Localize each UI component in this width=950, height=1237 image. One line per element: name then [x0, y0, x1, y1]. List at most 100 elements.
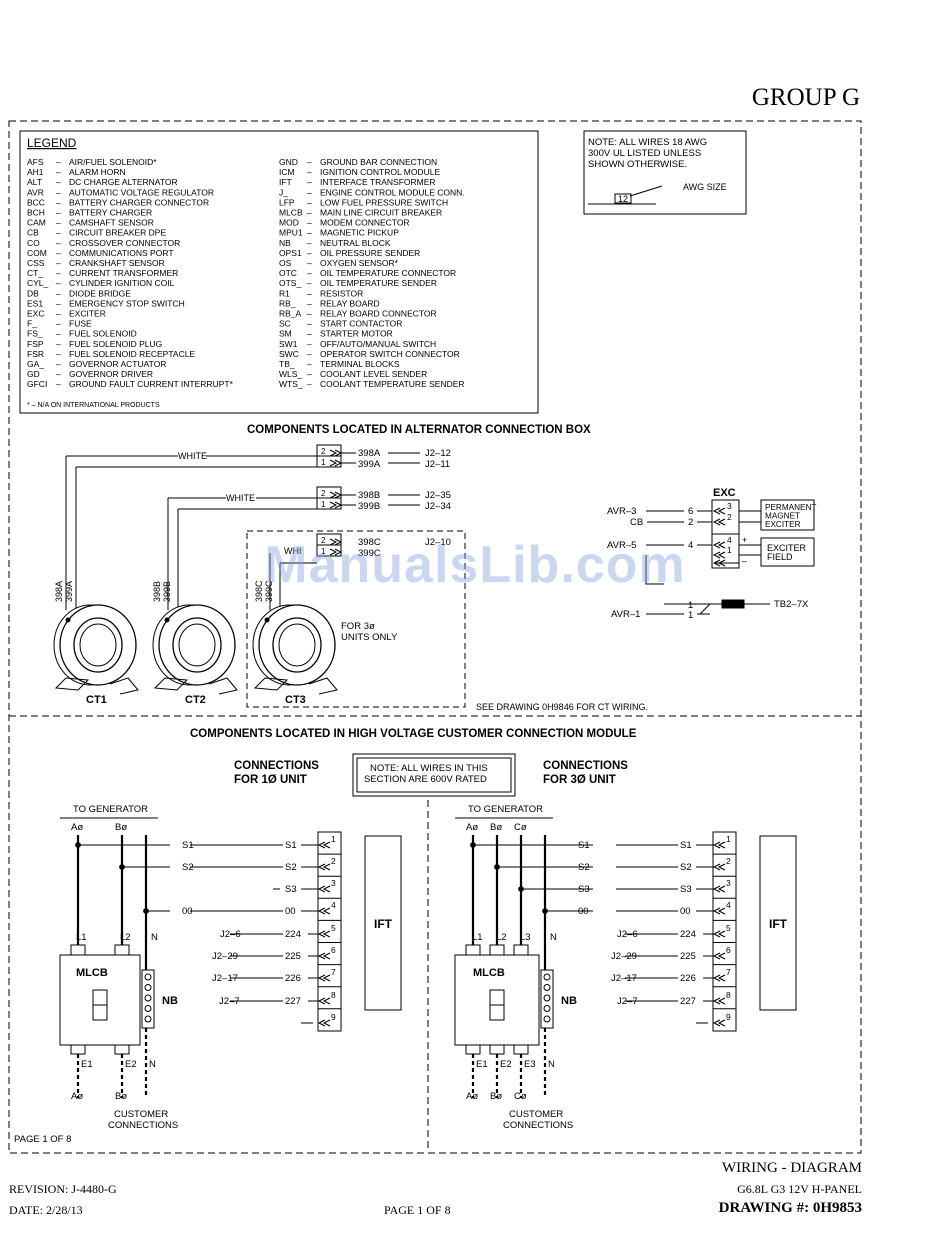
legend-desc: DIODE BRIDGE — [69, 288, 131, 298]
mlcb-terminal — [489, 944, 505, 956]
out-label: E1 — [81, 1059, 93, 1070]
junction-dot — [75, 842, 81, 848]
legend-dash: – — [307, 329, 312, 339]
wire-label: 398B — [358, 490, 380, 501]
legend-dash: – — [56, 278, 61, 288]
legend-code: AFS — [27, 157, 44, 167]
white-label: WHITE — [226, 493, 255, 503]
legend-desc: RELAY BOARD CONNECTOR — [320, 309, 437, 319]
mlcb-label: MLCB — [473, 967, 505, 979]
junction-dot — [518, 886, 524, 892]
legend-code: OPS1 — [279, 248, 302, 258]
nb-terminal — [144, 994, 152, 1002]
legend-code: WLS_ — [279, 369, 302, 379]
legend-dash: – — [56, 258, 61, 268]
legend-dash: – — [307, 369, 312, 379]
legend-desc: GOVERNOR ACTUATOR — [69, 359, 166, 369]
legend-desc: RELAY BOARD — [320, 298, 380, 308]
customer-phase-label: Aø — [466, 1091, 478, 1102]
exc-title: EXC — [713, 487, 736, 499]
connector-chevron — [317, 952, 331, 960]
legend-dash: – — [56, 309, 61, 319]
customer-connections-label: CUSTOMER — [114, 1109, 168, 1120]
ift-terminal-strip — [712, 831, 737, 1032]
ift-pin: 5 — [726, 923, 731, 933]
ct-lead-label: 398B — [152, 581, 162, 602]
legend-dash: – — [56, 379, 61, 389]
src-label: 00 — [182, 906, 193, 917]
legend-desc: BATTERY CHARGER CONNECTOR — [69, 197, 209, 207]
legend-dash: – — [307, 238, 312, 248]
legend-dash: – — [56, 157, 61, 167]
legend-dash: – — [307, 258, 312, 268]
legend-dash: – — [307, 228, 312, 238]
phase-label: Bø — [490, 822, 502, 833]
legend-desc: TERMINAL BLOCKS — [320, 359, 400, 369]
exc-wire — [645, 555, 664, 585]
conn-1ph-title: CONNECTIONS — [234, 760, 319, 772]
src-label: J2–17 — [611, 973, 637, 984]
hv-note-box-inner — [356, 757, 512, 793]
src-label: J2–17 — [212, 973, 238, 984]
j2-label: J2–34 — [425, 501, 451, 512]
connector-chevron — [317, 885, 331, 893]
legend-code: IFT — [279, 177, 292, 187]
ift-pin: 6 — [331, 945, 336, 955]
dst-label: S2 — [285, 862, 297, 873]
legend-code: ICM — [279, 167, 295, 177]
three-phase-text: UNITS ONLY — [341, 632, 398, 643]
legend-code: GD — [27, 369, 40, 379]
ift-label: IFT — [374, 917, 393, 931]
legend-code: CT_ — [27, 268, 43, 278]
legend-dash: – — [307, 298, 312, 308]
dst-label: S1 — [285, 840, 297, 851]
legend-desc: ALARM HORN — [69, 167, 126, 177]
ct-polarity-dot — [65, 617, 71, 623]
legend-desc: FUSE — [69, 319, 92, 329]
legend-desc: ENGINE CONTROL MODULE CONN. — [320, 187, 465, 197]
legend-dash: – — [307, 349, 312, 359]
mlcb-box — [59, 954, 141, 1046]
ift-box — [364, 835, 402, 1011]
line-label: L3 — [520, 932, 531, 943]
src-label: J2–29 — [611, 951, 637, 962]
legend-code: J_ — [279, 187, 288, 197]
legend-dash: – — [307, 157, 312, 167]
legend-code: TB_ — [279, 359, 295, 369]
connector-chevron — [329, 548, 343, 556]
phase-label: Aø — [466, 822, 478, 833]
src-label: S2 — [578, 862, 590, 873]
ct-lead-label: 399B — [162, 581, 172, 602]
ct-2-base — [208, 677, 238, 695]
legend-dash: – — [307, 197, 312, 207]
legend-desc: LOW FUEL PRESSURE SWITCH — [320, 197, 448, 207]
awg-number: 12 — [618, 194, 628, 204]
connector-chevron — [712, 551, 726, 559]
legend-desc: COOLANT LEVEL SENDER — [320, 369, 427, 379]
legend-box — [19, 130, 539, 414]
legend-code: GFCI — [27, 379, 47, 389]
out-label: E2 — [500, 1059, 512, 1070]
mlcb-terminal — [114, 1044, 130, 1055]
legend-dash: – — [307, 248, 312, 258]
legend-dash: – — [56, 288, 61, 298]
ift-pin: 8 — [726, 990, 731, 1000]
legend-desc: CRANKSHAFT SENSOR — [69, 258, 165, 268]
legend-code: BCC — [27, 197, 45, 207]
legend-code: CSS — [27, 258, 45, 268]
nb-terminal — [543, 973, 551, 981]
legend-dash: – — [307, 379, 312, 389]
ift-pin: 4 — [726, 900, 731, 910]
ct-1-base — [109, 677, 139, 695]
legend-desc: CROSSOVER CONNECTOR — [69, 238, 180, 248]
legend-desc: OPERATOR SWITCH CONNECTOR — [320, 349, 460, 359]
fuse-symbol — [721, 599, 745, 609]
ct-polarity-dot — [264, 617, 270, 623]
mlcb-handle-lower — [489, 1004, 505, 1021]
connector-chevron — [712, 841, 726, 849]
connector-chevron — [712, 507, 726, 515]
mlcb-handle-lower — [92, 1004, 108, 1021]
legend-dash: – — [56, 208, 61, 218]
wire-label: 398A — [358, 448, 381, 459]
